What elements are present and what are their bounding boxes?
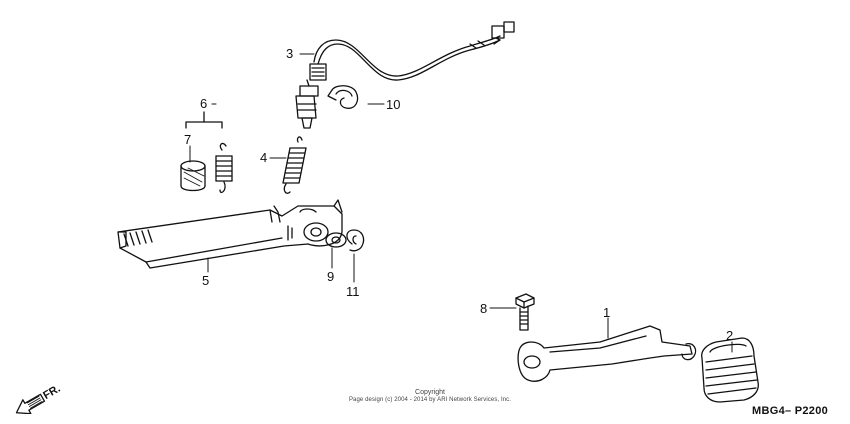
callout-10: 10	[386, 97, 400, 112]
callout-8: 8	[480, 301, 487, 316]
leader-lines	[189, 53, 733, 353]
diagram-part-code: MBG4– P2200	[752, 405, 829, 417]
part-6-spring[interactable]	[215, 142, 233, 194]
callout-7: 7	[184, 132, 191, 147]
part-5-brake-pedal[interactable]	[117, 199, 343, 269]
front-direction-arrow-icon: FR.	[15, 383, 63, 414]
part-8-bolt[interactable]	[515, 293, 535, 331]
callouts: 3 10 6 7 4 5 9 11 8 1 2	[184, 46, 733, 343]
part-3-stop-switch[interactable]	[295, 21, 515, 129]
front-direction-label: FR.	[41, 383, 62, 402]
callout-11: 11	[346, 284, 360, 299]
callout-1: 1	[603, 305, 610, 320]
callout-3: 3	[286, 46, 293, 61]
callout-9: 9	[327, 269, 334, 284]
part-9-washer[interactable]	[325, 232, 347, 248]
part-6-bracket	[185, 111, 223, 129]
callout-2: 2	[726, 328, 733, 343]
callout-4: 4	[260, 150, 267, 165]
callout-5: 5	[202, 273, 209, 288]
part-1-shift-pedal[interactable]	[517, 325, 697, 382]
part-4-return-spring[interactable]	[282, 136, 307, 194]
part-7-collar[interactable]	[180, 160, 206, 192]
part-11-snap-ring[interactable]	[346, 229, 365, 252]
copyright-title: Copyright	[415, 389, 445, 396]
callout-6: 6	[200, 96, 207, 111]
part-2-rubber-peg[interactable]	[701, 337, 759, 403]
part-10-clamp[interactable]	[327, 85, 359, 109]
copyright-notice: Page design (c) 2004 - 2014 by ARI Netwo…	[348, 397, 512, 403]
